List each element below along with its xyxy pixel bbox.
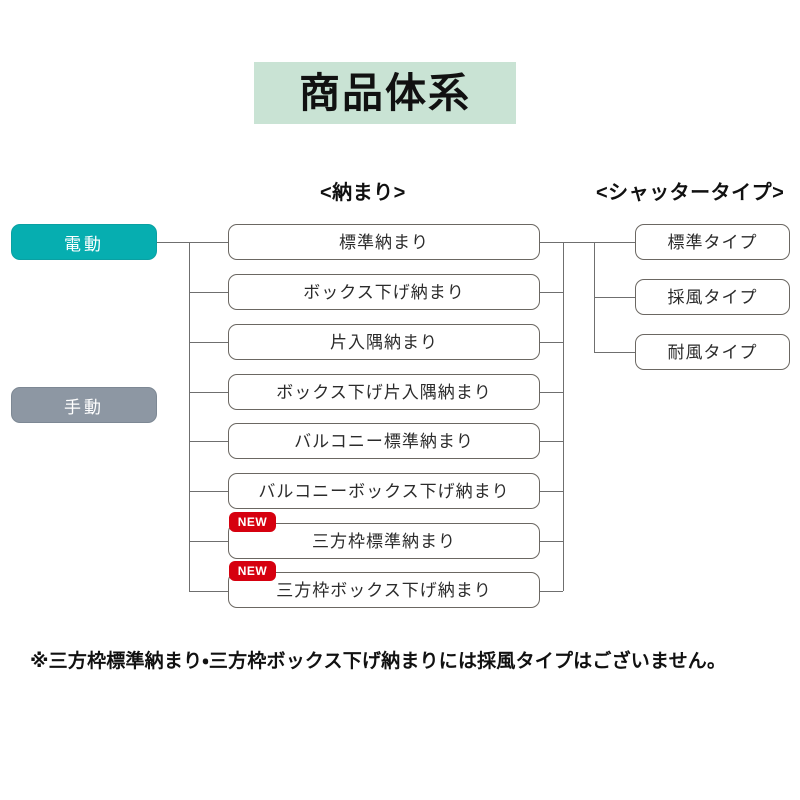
connector-collector-to-shutter-trunk xyxy=(563,242,595,243)
connector-branch-6 xyxy=(189,491,228,492)
osamari-node-3[interactable]: 片入隅納まり xyxy=(228,324,540,360)
connector-denki-to-trunk xyxy=(157,242,189,243)
connector-collect-1 xyxy=(540,242,563,243)
connector-shutter-branch-1 xyxy=(594,242,635,243)
connector-shutter-branch-3 xyxy=(594,352,635,353)
connector-shutter-branch-2 xyxy=(594,297,635,298)
connector-branch-3 xyxy=(189,342,228,343)
osamari-node-5[interactable]: バルコニー標準納まり xyxy=(228,423,540,459)
new-badge-osamari-node-7: NEW xyxy=(229,512,276,532)
osamari-node-4[interactable]: ボックス下げ片入隅納まり xyxy=(228,374,540,410)
osamari-node-7[interactable]: 三方枠標準納まり xyxy=(228,523,540,559)
shutter-node-3-label: 耐風タイプ xyxy=(667,342,758,362)
connector-branch-8 xyxy=(189,591,228,592)
connector-branch-1 xyxy=(189,242,228,243)
page-title-banner: 商品体系 xyxy=(254,62,516,124)
connector-collect-6 xyxy=(540,491,563,492)
connector-branch-4 xyxy=(189,392,228,393)
osamari-node-3-label: 片入隅納まり xyxy=(330,332,438,352)
root-node-shudo-label: 手動 xyxy=(64,397,104,417)
osamari-node-2-label: ボックス下げ納まり xyxy=(303,282,465,302)
shutter-node-2-label: 採風タイプ xyxy=(667,287,758,307)
osamari-node-8[interactable]: 三方枠ボックス下げ納まり xyxy=(228,572,540,608)
shutter-node-2[interactable]: 採風タイプ xyxy=(635,279,790,315)
connector-branch-5 xyxy=(189,441,228,442)
column-header-shutter: <シャッタータイプ> xyxy=(596,182,785,204)
shutter-node-1[interactable]: 標準タイプ xyxy=(635,224,790,260)
connector-collect-3 xyxy=(540,342,563,343)
osamari-node-5-label: バルコニー標準納まり xyxy=(294,431,474,451)
osamari-node-6-label: バルコニーボックス下げ納まり xyxy=(258,481,510,501)
connector-collector-trunk xyxy=(563,242,564,591)
osamari-node-4-label: ボックス下げ片入隅納まり xyxy=(276,382,492,402)
footnote-text: ※三方枠標準納まり・三方枠ボックス下げ納まりには採風タイプはございません。 xyxy=(30,651,727,672)
shutter-node-3[interactable]: 耐風タイプ xyxy=(635,334,790,370)
new-badge-osamari-node-8: NEW xyxy=(229,561,276,581)
connector-branch-2 xyxy=(189,292,228,293)
osamari-node-1[interactable]: 標準納まり xyxy=(228,224,540,260)
shutter-node-1-label: 標準タイプ xyxy=(667,232,758,252)
connector-collect-5 xyxy=(540,441,563,442)
page-title: 商品体系 xyxy=(299,69,471,116)
osamari-node-8-label: 三方枠ボックス下げ納まり xyxy=(276,580,492,600)
connector-collect-7 xyxy=(540,541,563,542)
osamari-node-2[interactable]: ボックス下げ納まり xyxy=(228,274,540,310)
connector-collect-2 xyxy=(540,292,563,293)
connector-branch-7 xyxy=(189,541,228,542)
root-node-denki[interactable]: 電動 xyxy=(11,224,157,260)
root-node-shudo[interactable]: 手動 xyxy=(11,387,157,423)
osamari-node-6[interactable]: バルコニーボックス下げ納まり xyxy=(228,473,540,509)
root-node-denki-label: 電動 xyxy=(64,234,104,254)
connector-collect-4 xyxy=(540,392,563,393)
column-header-osamari: <納まり> xyxy=(320,182,406,204)
osamari-node-1-label: 標準納まり xyxy=(339,232,429,252)
osamari-node-7-label: 三方枠標準納まり xyxy=(312,531,456,551)
connector-collect-8 xyxy=(540,591,563,592)
connector-left-trunk xyxy=(189,242,190,591)
